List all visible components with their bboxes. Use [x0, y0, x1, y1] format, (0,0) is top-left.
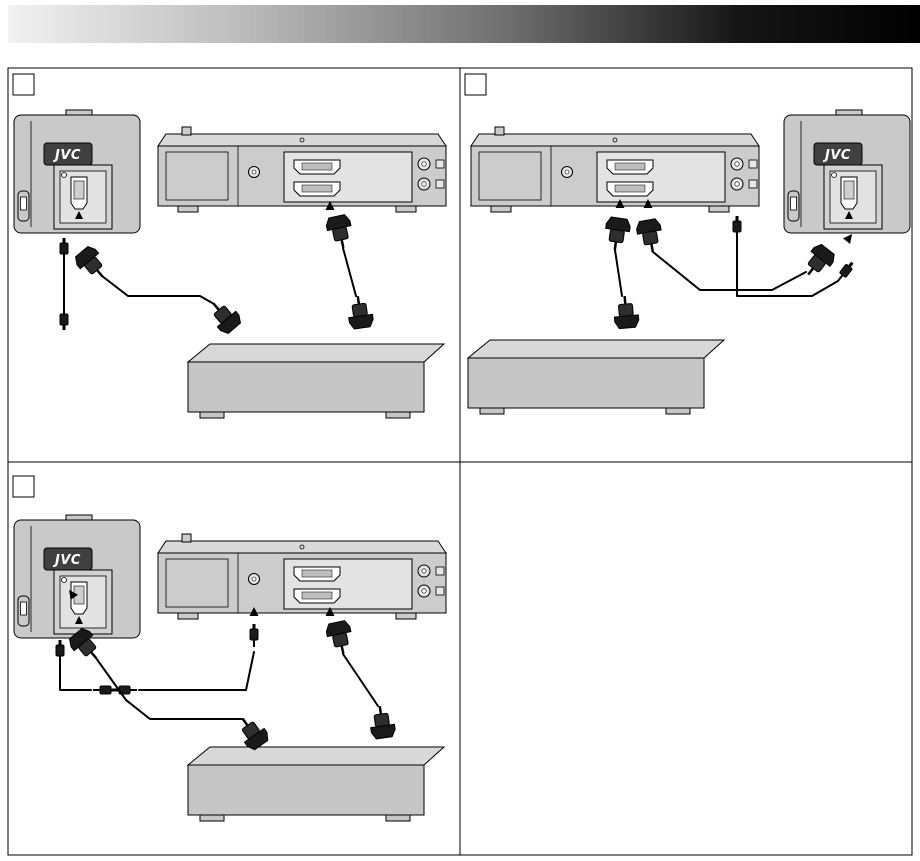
vcr-rear-illustration: [157, 126, 447, 213]
panel-step-label: [464, 73, 487, 96]
scart-plug-icon: [634, 216, 666, 256]
scart-plug-icon: [366, 703, 398, 741]
panel-grid: [7, 67, 913, 856]
rf-plug-icon: [59, 306, 69, 331]
scart-cable: [101, 275, 215, 305]
header-gradient-bar: [8, 5, 920, 43]
tv-rear-illustration: [13, 109, 141, 234]
scart-plug-icon: [344, 293, 376, 331]
jvc-logo: JVC: [822, 148, 851, 163]
receiver-box-illustration: [187, 343, 445, 419]
panel-b: JVC: [464, 73, 911, 415]
rf-plug-icon: [249, 623, 259, 648]
rf-plug-icon: [834, 259, 857, 285]
receiver-box-illustration: [467, 339, 725, 415]
scart-cable: [652, 251, 807, 291]
scart-cable: [614, 249, 623, 297]
jvc-logo: JVC: [52, 148, 81, 163]
panel-a: JVC: [12, 73, 447, 419]
scart-cable: [342, 247, 357, 297]
panel-step-label: [12, 73, 35, 96]
rf-plug-icon: [55, 639, 65, 664]
scart-plug-icon: [601, 215, 633, 253]
rf-plug-icon: [732, 215, 742, 240]
jvc-logo: JVC: [52, 553, 81, 568]
panel-step-label: [12, 475, 35, 498]
rf-cable: [59, 662, 92, 691]
rf-plug-icon: [92, 685, 117, 695]
scart-cable: [342, 653, 379, 707]
vcr-rear-illustration: [470, 126, 760, 213]
scart-cable: [95, 657, 244, 720]
receiver-box-illustration: [187, 746, 445, 822]
scart-plug-icon: [611, 293, 641, 331]
panel-c: JVC: [12, 475, 447, 822]
tv-rear-illustration: [783, 109, 911, 234]
scart-plug-icon: [323, 618, 357, 658]
tv-rear-illustration: [13, 514, 141, 639]
scart-plug-icon: [797, 240, 839, 284]
vcr-rear-illustration: [157, 533, 447, 620]
rf-cable: [736, 238, 839, 297]
scart-plug-icon: [323, 212, 357, 252]
rf-cable: [138, 651, 255, 691]
